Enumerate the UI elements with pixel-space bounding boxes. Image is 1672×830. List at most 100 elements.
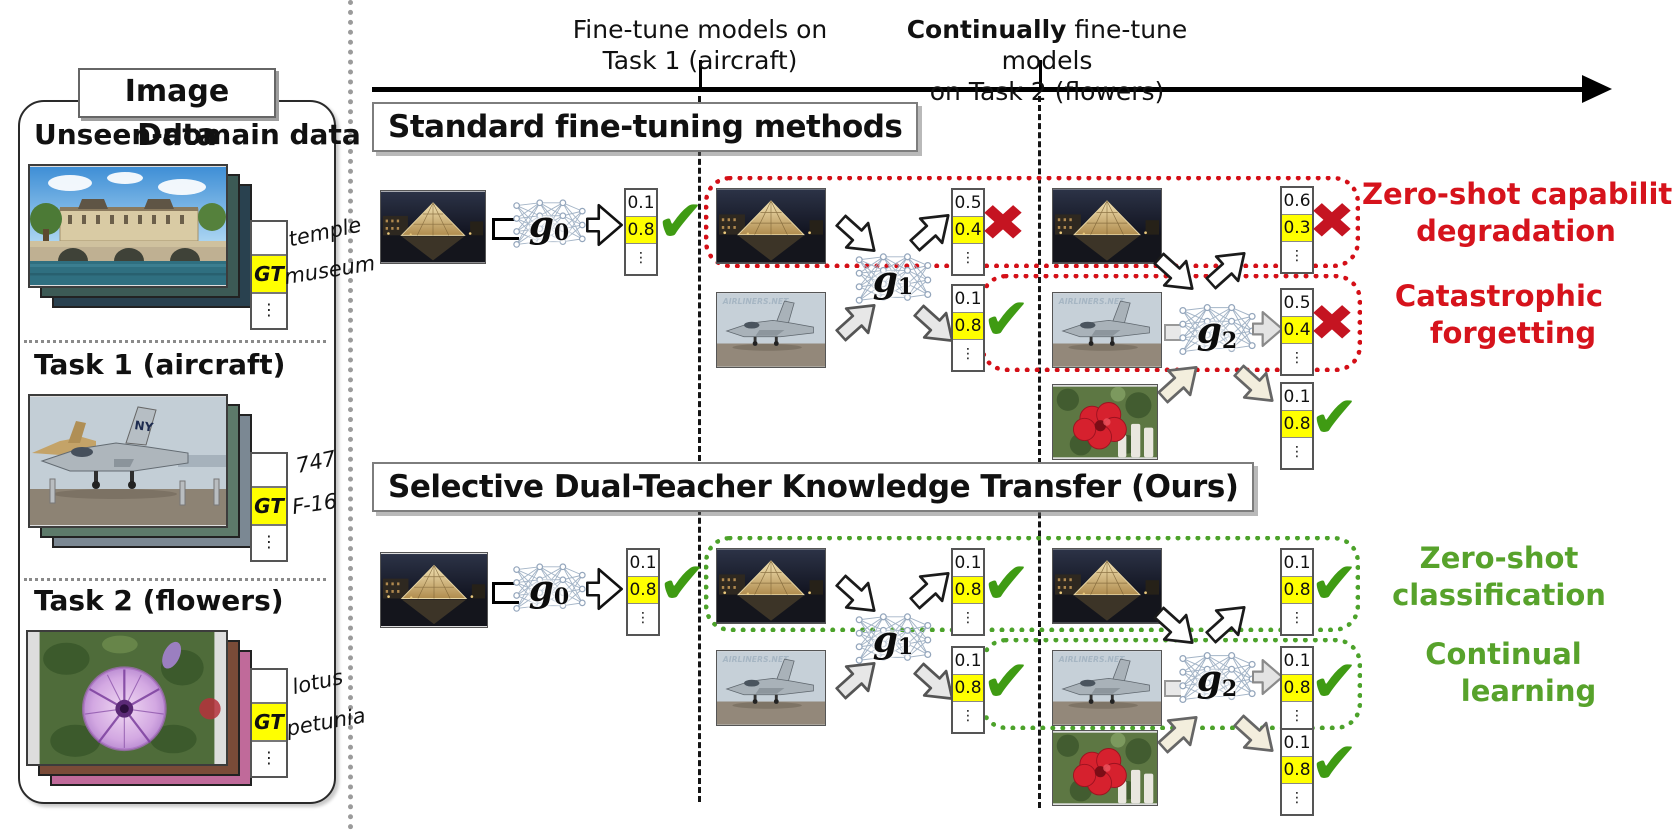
score-value-highlighted: 0.8 (628, 577, 658, 604)
score-column-ours-t2-unseen: 0.1 0.8 ⋮ (1280, 548, 1314, 636)
red-box-zeroshot-degradation (704, 176, 1360, 268)
gt-cell-label: GT (252, 256, 286, 294)
score-column-standard-t1-unseen: 0.5 0.4 ⋮ (951, 188, 985, 276)
score-value-highlighted: 0.8 (1282, 577, 1312, 604)
score-dots: ⋮ (961, 610, 975, 626)
annotation-line: degradation (1416, 214, 1616, 248)
model-subscript: 0 (553, 220, 570, 246)
photo-aircraft (1052, 292, 1162, 368)
model-subscript: 2 (1221, 676, 1238, 702)
task2-boundary-dashed-line (1038, 96, 1041, 808)
timeline-label-task2-rest: fine-tune models (1001, 15, 1188, 75)
score-value: 0.1 (953, 550, 983, 577)
photo-louvre-night (716, 188, 826, 264)
model-subscript: 0 (553, 584, 570, 610)
score-value: 0.1 (1282, 648, 1312, 675)
gt-cell-dots: ⋮ (261, 300, 277, 319)
score-column-ours-t1-unseen: 0.1 0.8 ⋮ (951, 548, 985, 636)
photo-flower-panel (26, 630, 228, 766)
panel-section-divider (24, 340, 326, 343)
check-mark-icon: ✔ (656, 187, 705, 255)
output-arrow-icon (586, 564, 624, 614)
score-column-standard-t1-task1: 0.1 0.8 ⋮ (951, 284, 985, 372)
model-letter: g (1196, 310, 1222, 352)
score-column-standard-t2-task2: 0.1 0.8 ⋮ (1280, 382, 1314, 470)
input-bracket-icon (1164, 324, 1181, 341)
model-letter: g (1196, 658, 1222, 700)
output-arrow-icon (586, 200, 624, 250)
score-value-highlighted: 0.8 (953, 313, 983, 340)
gt-cell-dots: ⋮ (261, 532, 277, 551)
annotation-line: Zero-shot capability (1362, 177, 1672, 211)
check-mark-icon: ✔ (658, 549, 707, 617)
timeline-tick-task2 (1039, 60, 1042, 88)
model-letter: g (528, 204, 554, 246)
score-dots: ⋮ (1290, 790, 1304, 806)
score-column-ours-t2-task1: 0.1 0.8 ⋮ (1280, 646, 1314, 734)
check-mark-icon: ✔ (1310, 729, 1359, 797)
gt-cell-blank (252, 454, 286, 488)
photo-aircraft-panel (28, 394, 228, 528)
check-mark-icon: ✔ (1310, 549, 1359, 617)
timeline-label-task1: Fine-tune models on Task 1 (aircraft) (525, 14, 875, 76)
timeline-label-task1-line2: Task 1 (aircraft) (602, 46, 798, 75)
model-subscript: 1 (897, 634, 914, 660)
score-value: 0.1 (1282, 384, 1312, 411)
gt-column-task1: GT ⋮ (250, 452, 288, 562)
annotation-line: learning (1460, 674, 1597, 708)
check-mark-icon: ✔ (1310, 383, 1359, 451)
photo-aircraft (716, 650, 826, 726)
annotation-line: classification (1392, 578, 1606, 612)
timeline-label-task2-line2: on Task 2 (flowers) (929, 77, 1165, 106)
model-subscript: 1 (897, 274, 914, 300)
timeline-tick-task1 (699, 60, 702, 88)
score-value-highlighted: 0.8 (1282, 411, 1312, 438)
photo-louvre-night (380, 190, 486, 264)
score-column-standard-t2-unseen: 0.6 0.3 ⋮ (1280, 186, 1314, 274)
photo-aircraft (716, 292, 826, 368)
score-value: 0.1 (1282, 730, 1312, 757)
panel-separator-dotted-line (348, 0, 353, 830)
photo-louvre-night (1052, 188, 1162, 264)
annotation-line: forgetting (1429, 316, 1597, 350)
photo-aircraft (1052, 650, 1162, 726)
score-dots: ⋮ (961, 346, 975, 362)
score-value: 0.1 (628, 550, 658, 577)
standard-section-header: Standard fine-tuning methods (372, 102, 919, 152)
score-value: 0.1 (1282, 550, 1312, 577)
check-mark-icon: ✔ (982, 647, 1031, 715)
input-bracket-icon (492, 582, 519, 604)
model-subscript: 2 (1221, 328, 1238, 354)
cross-mark-icon: ✖ (1308, 294, 1356, 352)
model-letter: g (872, 619, 898, 661)
score-column-ours-base: 0.1 0.8 ⋮ (626, 548, 660, 636)
panel-section-divider (24, 578, 326, 581)
score-value-highlighted: 0.8 (953, 675, 983, 702)
gt-cell-dots: ⋮ (261, 748, 277, 767)
score-value: 0.5 (1282, 290, 1312, 317)
score-column-standard-base: 0.1 0.8 ⋮ (624, 188, 658, 276)
annotation-catastrophic-forgetting: Catastrophic forgetting (1384, 278, 1614, 352)
check-mark-icon: ✔ (982, 549, 1031, 617)
score-dots: ⋮ (1290, 708, 1304, 724)
score-value-highlighted: 0.8 (953, 577, 983, 604)
gt-cell-blank (252, 670, 286, 704)
score-dots: ⋮ (961, 250, 975, 266)
task1-boundary-dashed-line (698, 96, 701, 802)
score-value-highlighted: 0.8 (1282, 757, 1312, 784)
photo-louvre-night (380, 552, 488, 628)
timeline-label-task2-line1: Continually fine-tune models (862, 14, 1232, 76)
score-value-highlighted: 0.4 (953, 217, 983, 244)
score-value: 0.5 (953, 190, 983, 217)
photo-louvre-night (1052, 548, 1162, 624)
photo-flower-red (1052, 384, 1158, 460)
timeline-label-task2: Continually fine-tune models on Task 2 (… (862, 14, 1232, 107)
